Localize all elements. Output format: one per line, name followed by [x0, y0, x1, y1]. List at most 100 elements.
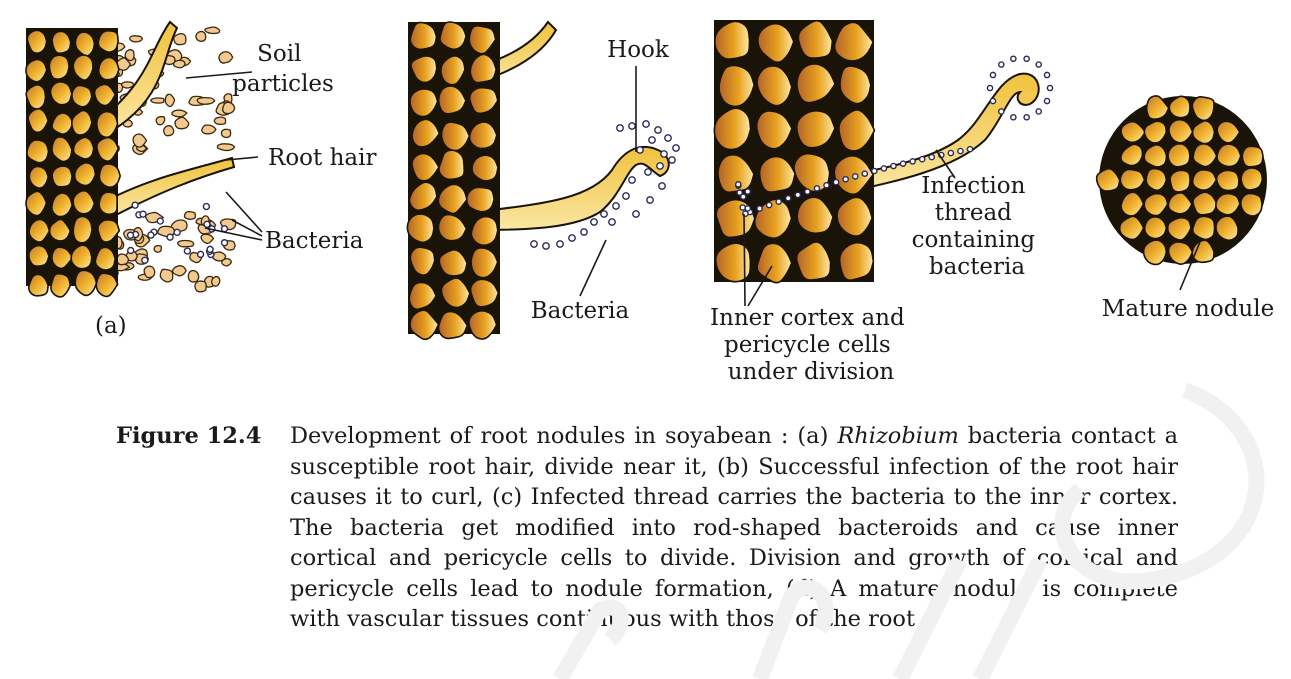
bacterium [794, 191, 802, 199]
caption-italic: Rhizobium [837, 423, 959, 449]
plant-cell [440, 121, 471, 152]
panel-c: Infection thread containing bacteria Inn… [710, 19, 1054, 385]
bacterium [632, 210, 640, 218]
bacteria-dots-a [126, 201, 229, 265]
label-mature-nodule: Mature nodule [1102, 296, 1274, 322]
leader-bacteria-a1 [225, 191, 263, 233]
bacterium [734, 181, 742, 188]
plant-cell [713, 107, 752, 151]
soil-particle [218, 51, 234, 64]
soil-particle [220, 128, 232, 139]
bacterium [842, 175, 849, 183]
nodule-cell [1215, 215, 1239, 242]
plant-cell [72, 54, 94, 81]
soil-particle [159, 268, 174, 283]
caption-body: Development of root nodules in soyabean … [290, 421, 1178, 635]
bacterium [823, 181, 830, 189]
plant-cell [409, 21, 438, 51]
panel-a: Soil particles Root hair Bacteria (a) [25, 20, 376, 339]
mature-nodule [1095, 95, 1267, 266]
plant-cell [26, 29, 48, 54]
bacterium [590, 218, 598, 226]
plant-cell [795, 110, 836, 149]
bacterium [890, 162, 897, 170]
plant-cell [74, 31, 96, 57]
soil-particle [177, 239, 195, 248]
bacterium [997, 108, 1005, 115]
plant-cell [408, 281, 438, 311]
nodule-cell [1166, 216, 1192, 241]
bacterium [756, 205, 763, 212]
nodule-cell [1118, 215, 1145, 241]
plant-cell [839, 65, 872, 105]
plant-cell [51, 112, 75, 136]
panel-d: Mature nodule [1095, 95, 1274, 322]
plant-cell [409, 309, 440, 341]
nodule-cell [1241, 145, 1264, 168]
nodule-cell [1119, 168, 1146, 191]
nodule-cell [1143, 144, 1168, 168]
plant-cell [469, 278, 500, 308]
label-bacteria-b: Bacteria [531, 298, 630, 324]
plant-cell [49, 81, 73, 106]
bacterium [804, 188, 811, 195]
plant-cell [714, 242, 752, 283]
bacterium [127, 246, 135, 255]
bacterium [1043, 71, 1051, 79]
plant-cell [25, 83, 47, 110]
soil-particle [120, 81, 135, 89]
soil-particle [143, 265, 156, 279]
plant-cell [51, 192, 74, 218]
cell-matrix [714, 20, 874, 282]
bacterium [909, 158, 916, 165]
soil-particle [216, 143, 236, 152]
bacterium [668, 156, 676, 164]
plant-cell [833, 21, 875, 62]
bacterium [1035, 108, 1043, 115]
plant-cell [795, 241, 832, 281]
bacterium [568, 234, 576, 242]
soil-particle [174, 116, 190, 130]
plant-cell [51, 30, 72, 55]
bacterium [997, 61, 1005, 68]
nodule-cell [1215, 192, 1241, 216]
plant-cell [74, 269, 98, 297]
plant-cell [72, 136, 95, 160]
bacterium [957, 147, 964, 155]
bacterium [660, 150, 668, 158]
soil-particle [221, 257, 233, 267]
bacterium [989, 71, 997, 79]
nodule-cell [1191, 215, 1216, 241]
plant-cell [836, 196, 874, 237]
label-root-hair: Root hair [268, 145, 376, 171]
nodule-cell [1143, 216, 1168, 240]
nodule-cell [1145, 95, 1170, 121]
nodule-cell [1240, 167, 1264, 191]
nodule-cell [1169, 169, 1191, 193]
bacterium [1035, 61, 1043, 68]
plant-cell [439, 21, 467, 51]
bacterium [851, 173, 859, 180]
plant-cell [27, 273, 49, 297]
bacterium [899, 160, 907, 167]
bacterium [672, 144, 680, 152]
soil-particle [213, 116, 227, 125]
caption-label: Figure 12.4 [116, 423, 262, 449]
bacterium [928, 153, 936, 161]
soil-particle [132, 133, 148, 148]
nodule-cell [1168, 118, 1194, 144]
bacterium [580, 228, 588, 236]
curled-root-hair [473, 145, 670, 232]
root-nodule-diagram: Soil particles Root hair Bacteria (a) Ho… [25, 19, 1274, 385]
plant-cell [51, 246, 74, 270]
plant-cell [437, 85, 467, 115]
plant-cell [28, 165, 50, 189]
plant-cell [97, 30, 119, 53]
soil-particle [164, 93, 176, 108]
plant-cell [70, 109, 93, 136]
plant-cell [756, 242, 793, 284]
nodule-cell [1215, 169, 1240, 192]
plant-cell [468, 121, 498, 150]
bacterium [642, 120, 650, 128]
plant-cell [438, 249, 468, 277]
